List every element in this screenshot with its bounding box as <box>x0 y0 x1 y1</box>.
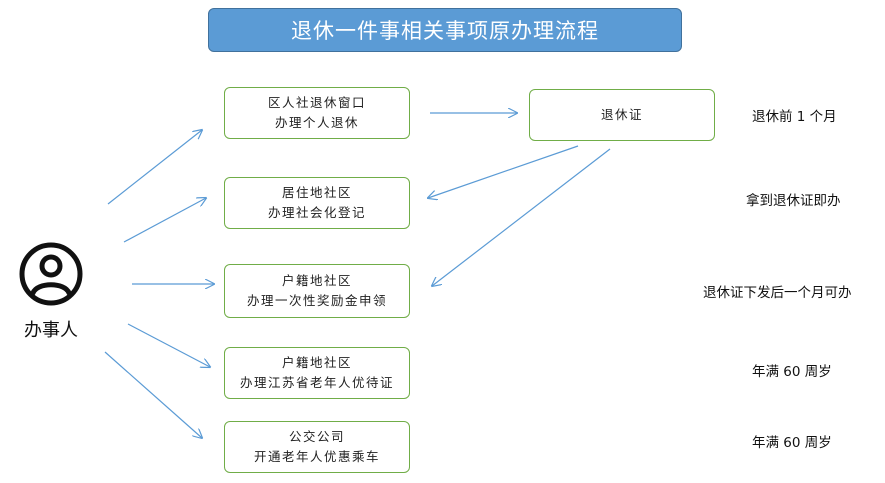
arrow-actor-to-step4 <box>127 323 210 367</box>
arrow-actor-to-step2 <box>123 198 206 243</box>
step-line2: 办理个人退休 <box>274 115 359 130</box>
note-bus-company: 年满 60 周岁 <box>752 435 832 451</box>
step-line2: 办理社会化登记 <box>267 205 366 220</box>
step-line1: 户籍地社区 <box>281 273 352 288</box>
step-line1: 公交公司 <box>288 429 345 444</box>
step-line1: 区人社退休窗口 <box>267 95 366 110</box>
step-box-residence-community: 居住地社区 办理社会化登记 <box>224 177 410 229</box>
note-retirement-window: 退休前 1 个月 <box>752 109 837 125</box>
step-line1: 户籍地社区 <box>281 355 352 370</box>
arrow-actor-to-step5 <box>104 351 202 438</box>
step-line1: 居住地社区 <box>281 185 352 200</box>
note-household-reward: 退休证下发后一个月可办 <box>703 285 852 301</box>
arrow-certificate-to-step3 <box>432 148 611 286</box>
person-circle-icon <box>19 242 83 306</box>
certificate-label: 退休证 <box>600 107 643 122</box>
note-residence-community: 拿到退休证即办 <box>746 193 841 209</box>
step-box-household-reward: 户籍地社区 办理一次性奖励金申领 <box>224 264 410 318</box>
note-elderly-card: 年满 60 周岁 <box>752 364 832 380</box>
step-line2: 开通老年人优惠乘车 <box>253 449 380 464</box>
actor-label: 办事人 <box>24 320 78 341</box>
step-line2: 办理江苏省老年人优待证 <box>239 375 394 390</box>
page-title: 退休一件事相关事项原办理流程 <box>208 8 682 52</box>
arrow-certificate-to-step2 <box>428 145 579 198</box>
step-box-bus-company: 公交公司 开通老年人优惠乘车 <box>224 421 410 473</box>
step-line2: 办理一次性奖励金申领 <box>246 293 387 308</box>
certificate-box: 退休证 <box>529 89 715 141</box>
step-box-retirement-window: 区人社退休窗口 办理个人退休 <box>224 87 410 139</box>
step-box-elderly-card: 户籍地社区 办理江苏省老年人优待证 <box>224 347 410 399</box>
arrow-actor-to-step1 <box>107 130 202 205</box>
